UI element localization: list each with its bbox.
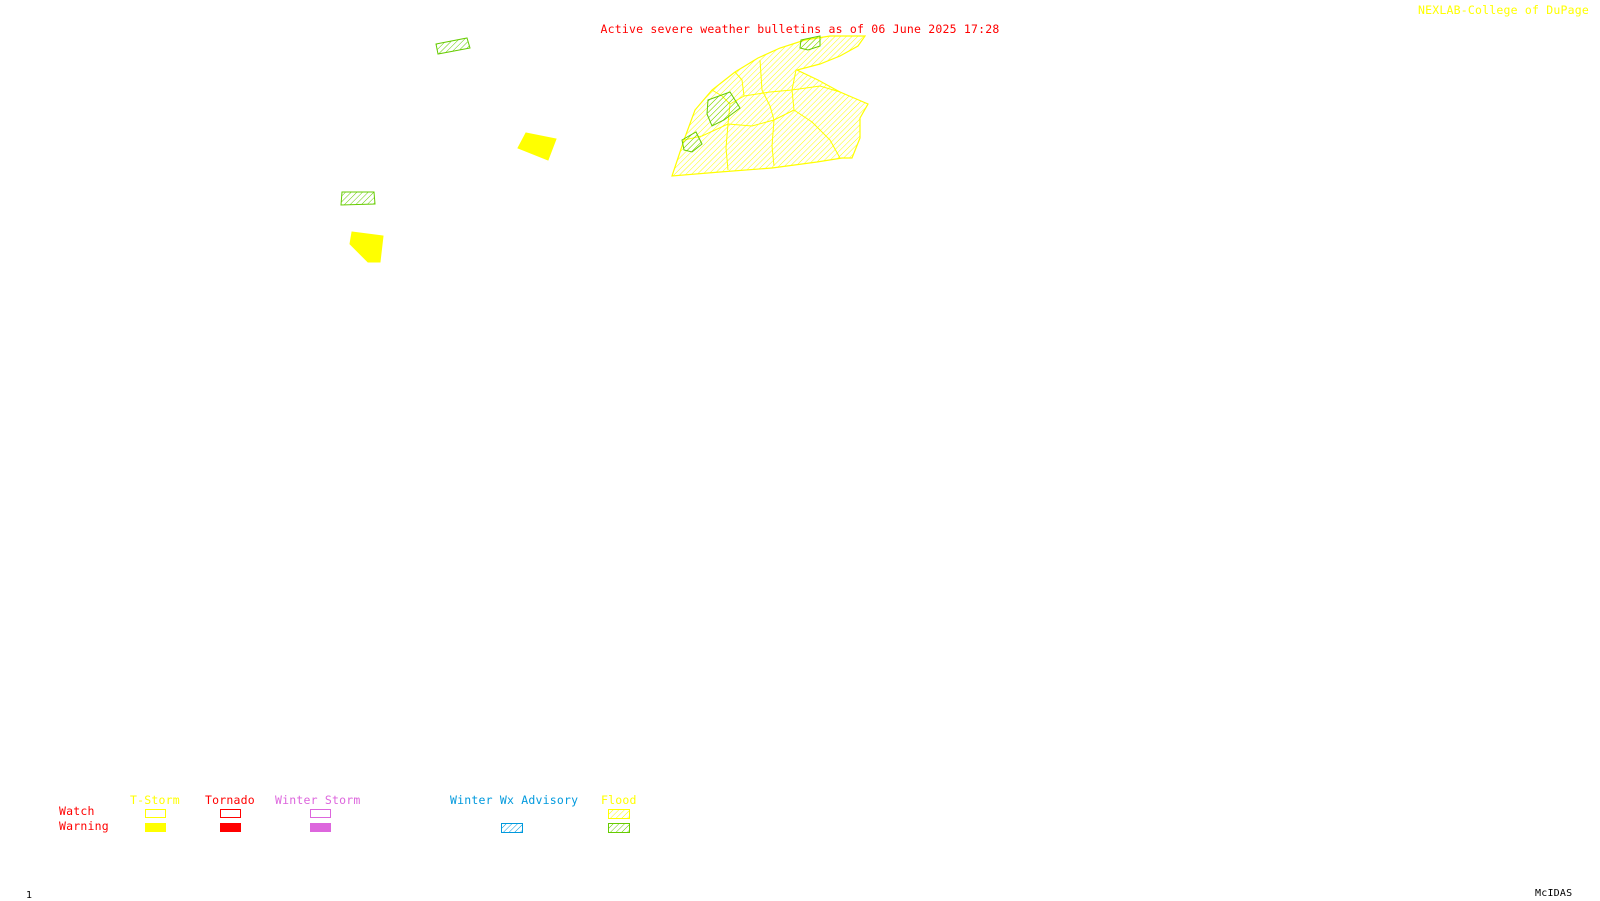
swatch-winter-wx-advisory xyxy=(501,823,523,833)
swatch-tornado-warning xyxy=(220,823,241,832)
legend-label-tornado: Tornado xyxy=(205,793,255,807)
legend-label-tstorm: T-Storm xyxy=(130,793,180,807)
map-title: Active severe weather bulletins as of 06… xyxy=(600,22,1000,36)
swatch-winter-storm-warning xyxy=(310,823,331,832)
tstorm-warning-polygon xyxy=(517,132,557,161)
swatch-tstorm-watch xyxy=(145,809,166,818)
flood-warning-polygon xyxy=(681,131,703,153)
tstorm-warning-polygon xyxy=(349,231,384,263)
flood-warning-areas xyxy=(340,35,821,206)
swatch-tstorm-warning xyxy=(145,823,166,832)
swatch-tornado-watch xyxy=(220,809,241,818)
legend-row-watch: Watch xyxy=(59,804,95,818)
flood-warning-polygon xyxy=(706,91,741,127)
legend-label-winter-wx-advisory: Winter Wx Advisory xyxy=(450,793,579,807)
legend-label-flood: Flood xyxy=(601,793,637,807)
swatch-flood-watch xyxy=(608,809,630,819)
frame-number: 1 xyxy=(26,890,33,901)
swatch-flood-warning xyxy=(608,823,630,833)
swatch-winter-storm-watch xyxy=(310,809,331,818)
flood-warning-polygon xyxy=(340,191,376,206)
flood-watch-area xyxy=(671,35,869,177)
flood-warning-polygon xyxy=(799,35,821,51)
flood-warning-polygon xyxy=(435,37,471,55)
credit-label: NEXLAB-College of DuPage xyxy=(1418,3,1589,17)
legend-label-winter-storm: Winter Storm xyxy=(275,793,361,807)
tstorm-warning-areas xyxy=(349,132,557,263)
software-label: McIDAS xyxy=(1535,888,1573,899)
legend-row-warning: Warning xyxy=(59,819,109,833)
